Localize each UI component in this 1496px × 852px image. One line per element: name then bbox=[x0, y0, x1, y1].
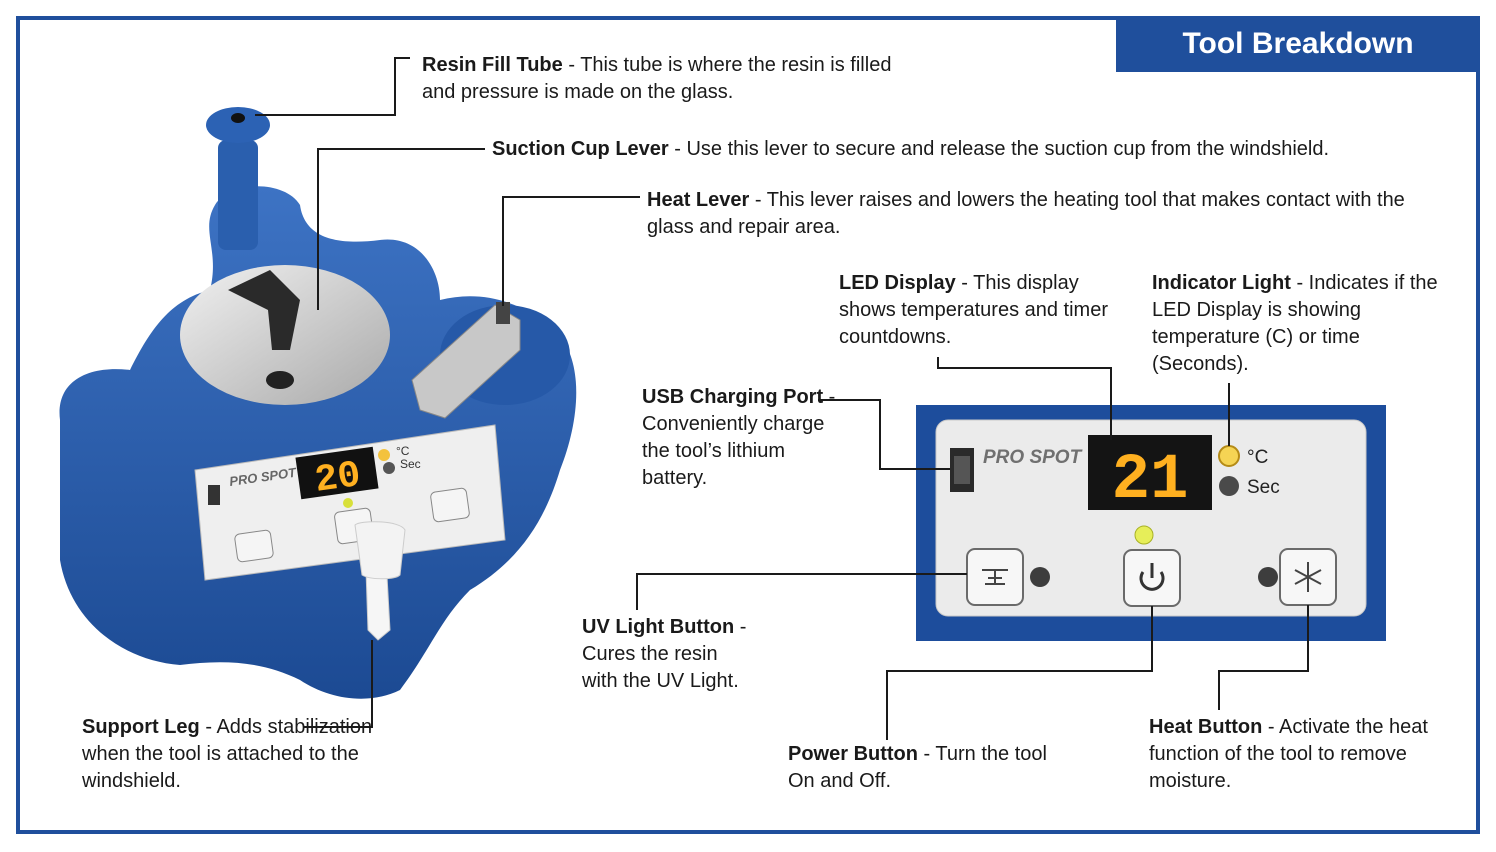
control-panel-large: PRO SPOT 21 °C Sec bbox=[916, 405, 1386, 641]
callout-heat-button: Heat Button - Activate the heat function… bbox=[1149, 716, 1428, 792]
title-banner: Tool Breakdown bbox=[1116, 16, 1480, 72]
uv-light-icon bbox=[982, 569, 1008, 585]
callout-resin-fill-tube: Resin Fill Tube - This tube is where the… bbox=[422, 54, 892, 103]
led-display bbox=[1088, 435, 1212, 510]
celsius-indicator bbox=[1218, 445, 1240, 467]
callout-power-button: Power Button - Turn the tool On and Off. bbox=[788, 743, 1047, 792]
heat-lever bbox=[411, 304, 521, 419]
small-unit-sec: Sec bbox=[400, 457, 421, 471]
callout-indicator-light: Indicator Light - Indicates if the LED D… bbox=[1152, 272, 1438, 375]
large-led-readout: 21 bbox=[1112, 445, 1189, 517]
page-title: Tool Breakdown bbox=[1182, 27, 1414, 60]
heat-snowflake-icon bbox=[1294, 562, 1322, 592]
callout-usb-charging-port: USB Charging Port - Conveniently charge … bbox=[642, 386, 836, 489]
resin-fill-tube bbox=[218, 140, 258, 250]
seconds-indicator bbox=[1219, 476, 1239, 496]
callout-suction-cup-lever: Suction Cup Lever - Use this lever to se… bbox=[492, 138, 1330, 160]
leader-lines bbox=[255, 57, 1309, 740]
unit-celsius: °C bbox=[1247, 447, 1268, 468]
callout-uv-light-button: UV Light Button - Cures the resin with t… bbox=[582, 616, 747, 692]
unit-seconds: Sec bbox=[1247, 477, 1280, 498]
callout-support-leg: Support Leg - Adds stabilization when th… bbox=[82, 716, 373, 792]
power-icon bbox=[1139, 571, 1165, 591]
small-unit-c: °C bbox=[396, 444, 410, 458]
small-led-readout: 20 bbox=[312, 454, 363, 503]
callout-led-display: LED Display - This display shows tempera… bbox=[839, 272, 1109, 348]
tool-body: 20 PRO SPOT °C Sec bbox=[59, 107, 577, 699]
large-brand: PRO SPOT bbox=[983, 447, 1083, 468]
callout-heat-lever: Heat Lever - This lever raises and lower… bbox=[647, 189, 1405, 238]
suction-lever bbox=[228, 270, 300, 350]
diagram-frame bbox=[16, 16, 1480, 834]
